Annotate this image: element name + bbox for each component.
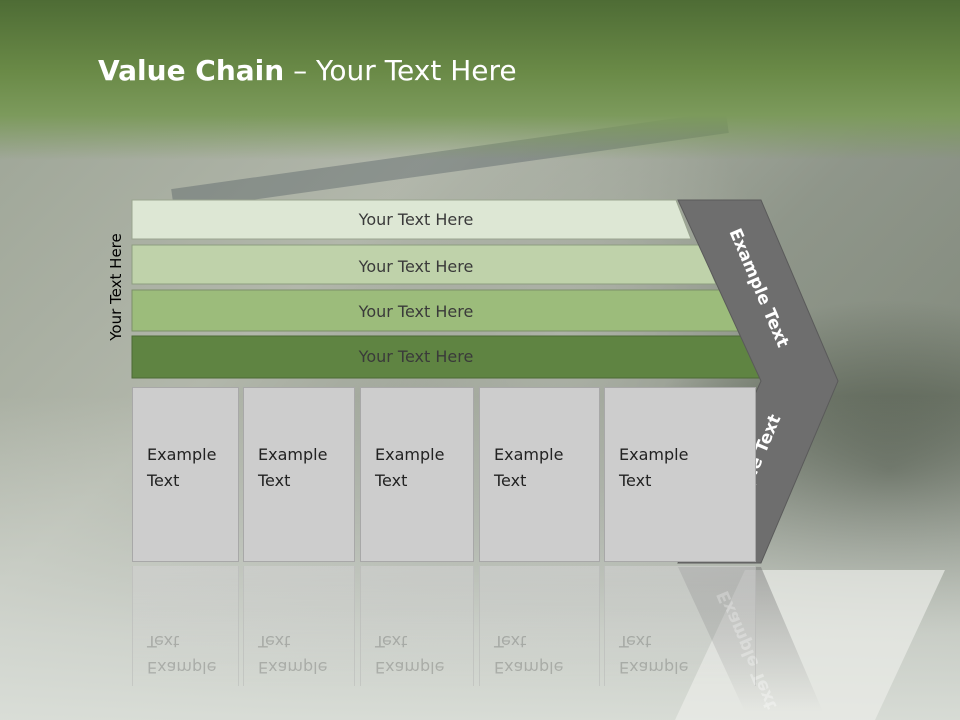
- reflection-line1: Example: [147, 658, 217, 677]
- reflection-text: Example Text: [258, 628, 327, 680]
- activity-cell-5-reflection: Example Text: [604, 566, 756, 686]
- reflection-text: Example Text: [375, 628, 444, 680]
- activity-cell-1-reflection: Example Text: [132, 566, 239, 686]
- cell-line1: Example: [619, 445, 689, 464]
- bar-1: Your Text Here: [131, 199, 692, 240]
- bar-2: Your Text Here: [131, 244, 717, 285]
- reflection-line2: Text: [258, 632, 291, 651]
- header-band: [0, 0, 960, 160]
- reflection-text: Example Text: [619, 628, 688, 680]
- cell-line2: Text: [258, 471, 291, 490]
- bar-3: Your Text Here: [131, 289, 740, 332]
- cell-line2: Text: [375, 471, 408, 490]
- title-rest: – Your Text Here: [284, 54, 517, 87]
- bar-1-label: Your Text Here: [358, 210, 474, 229]
- cell-line2: Text: [147, 471, 180, 490]
- cell-line1: Example: [375, 445, 445, 464]
- cell-line1: Example: [258, 445, 328, 464]
- reflection-text: Example Text: [147, 628, 216, 680]
- reflection-line2: Text: [375, 632, 408, 651]
- bar-4-label: Your Text Here: [358, 347, 474, 366]
- reflection-line2: Text: [619, 632, 652, 651]
- bar-4: Your Text Here: [131, 335, 763, 379]
- bar-2-label: Your Text Here: [358, 257, 474, 276]
- cell-line1: Example: [494, 445, 564, 464]
- activity-cell-2-reflection: Example Text: [243, 566, 355, 686]
- reflection-line1: Example: [619, 658, 689, 677]
- activity-cell-3-reflection: Example Text: [360, 566, 474, 686]
- cell-line1: Example: [147, 445, 217, 464]
- cell-line2: Text: [494, 471, 527, 490]
- activity-cell-4-reflection: Example Text: [479, 566, 600, 686]
- reflection-line2: Text: [147, 632, 180, 651]
- reflection-line2: Text: [494, 632, 527, 651]
- title-bold: Value Chain: [98, 54, 285, 87]
- bar-3-label: Your Text Here: [358, 302, 474, 321]
- reflection-line1: Example: [375, 658, 445, 677]
- cell-line2: Text: [619, 471, 652, 490]
- bar-1-shape: [131, 199, 692, 240]
- reflection-text: Example Text: [494, 628, 563, 680]
- reflection-line1: Example: [494, 658, 564, 677]
- chevron-shape: [677, 199, 839, 564]
- slide-title: Value Chain – Your Text Here: [98, 54, 517, 87]
- reflection-line1: Example: [258, 658, 328, 677]
